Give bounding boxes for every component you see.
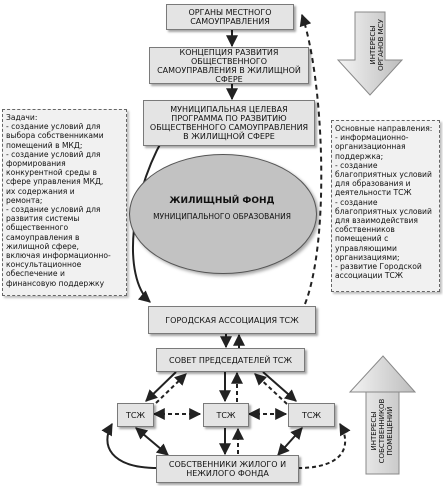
owners-line-2: НЕЖИЛОГО ФОНДА [186, 469, 269, 478]
directions-line: управляющими [335, 243, 397, 253]
tasks-line: - создание условий для [6, 149, 101, 159]
tasks-line: включая информационно- [6, 251, 111, 261]
housing-fund-subtitle: МУНИЦИПАЛЬНОГО ОБРАЗОВАНИЯ [153, 212, 291, 221]
interests-msu-label: ИНТЕРЕСЫ ОРГАНОВ МСУ [369, 5, 387, 85]
directions-line: - создание [335, 197, 378, 207]
tasks-line: ремонта; [6, 195, 43, 205]
directions-line: собственников [335, 225, 395, 235]
program-box: МУНИЦИПАЛЬНАЯ ЦЕЛЕВАЯ ПРОГРАММА ПО РАЗВИ… [143, 100, 315, 146]
tasks-line: их содержания и [6, 186, 75, 196]
interests-owners-line-2: СОБСТВЕННИКОВ [378, 398, 386, 464]
concept-box: КОНЦЕПЦИЯ РАЗВИТИЯ ОБЩЕСТВЕННОГО САМОУПР… [149, 47, 309, 84]
interests-msu-line-2: ОРГАНОВ МСУ [377, 19, 385, 71]
tasks-line: обеспечение и [6, 269, 65, 279]
tasks-line: помещений в МКД; [6, 140, 83, 150]
tasks-line: - создание условий для [6, 122, 101, 132]
directions-line: организациями; [335, 252, 400, 262]
arrow-owners-loop-right [297, 422, 351, 469]
interests-owners-arrow [348, 355, 417, 475]
directions-line: - создание [335, 160, 378, 170]
interests-msu-arrow [336, 11, 404, 96]
arrow-council-to-tszh-left [145, 371, 177, 402]
local-government-box: ОРГАНЫ МЕСТНОГО САМОУПРАВЛЕНИЯ [166, 4, 294, 30]
tasks-line: выбора собственниками [6, 131, 104, 141]
housing-fund-ellipse [129, 154, 317, 274]
interests-msu-line-1: ИНТЕРЕСЫ [369, 25, 377, 65]
tasks-line: конкурентной среды в [6, 168, 97, 178]
arrow-tszh-right-to-council [254, 373, 288, 405]
interests-owners-line-3: ПОМЕЩЕНИЙ [386, 406, 394, 456]
tszh-right-box: ТСЖ [288, 403, 335, 427]
directions-line: - информационно- [335, 133, 409, 143]
arrow-tszh-left-to-owners [135, 427, 169, 456]
directions-line: благоприятных условий [335, 206, 432, 216]
directions-line: организационная [335, 142, 406, 152]
arrow-tszh-left-to-council [155, 373, 187, 404]
owners-box: СОБСТВЕННИКИ ЖИЛОГО И НЕЖИЛОГО ФОНДА [156, 455, 299, 483]
tasks-line: сфере управления МКД, [6, 177, 104, 187]
arrow-council-to-tszh-right [262, 371, 297, 402]
directions-panel: Основные направления: - информационно- о… [331, 120, 440, 292]
arrow-owners-loop-left [101, 422, 159, 469]
directions-line: поддержка; [335, 151, 384, 161]
tasks-line: - создание условий для [6, 205, 101, 215]
interests-owners-label: ИНТЕРЕСЫ СОБСТВЕННИКОВ ПОМЕЩЕНИЙ [370, 390, 396, 472]
tszh-left-box: ТСЖ [117, 403, 154, 427]
directions-line: Основные направления: [335, 124, 433, 133]
interests-owners-line-1: ИНТЕРЕСЫ [370, 411, 378, 451]
tasks-line: общественного [6, 223, 69, 233]
arrow-association-to-local [299, 13, 323, 305]
directions-line: помещений с [335, 234, 389, 244]
tasks-line: жилищной сфере, [6, 241, 79, 251]
tasks-line: самоуправления в [6, 232, 80, 242]
directions-line: для образования и [335, 179, 411, 189]
housing-fund-title: ЖИЛИЩНЫЙ ФОНД [169, 196, 275, 206]
tasks-line: развития системы [6, 214, 80, 224]
tszh-center-box: ТСЖ [203, 403, 249, 427]
tasks-line: Задачи: [6, 113, 38, 122]
owners-line-1: СОБСТВЕННИКИ ЖИЛОГО И [168, 460, 287, 469]
tasks-line: формирования [6, 159, 66, 169]
city-association-box: ГОРОДСКАЯ АССОЦИАЦИЯ ТСЖ [148, 306, 316, 334]
directions-line: благоприятных условий [335, 170, 432, 180]
directions-line: деятельности ТСЖ [335, 188, 412, 198]
tasks-panel: Задачи: - создание условий для выбора со… [2, 109, 127, 296]
tasks-line: финансовую поддержку [6, 278, 105, 288]
directions-line: ассоциации ТСЖ [335, 271, 403, 281]
council-of-chairmen-box: СОВЕТ ПРЕДСЕДАТЕЛЕЙ ТСЖ [156, 348, 305, 372]
arrow-tszh-right-to-owners [277, 427, 303, 456]
directions-line: для взаимодействия [335, 216, 418, 226]
directions-line: - развитие Городской [335, 262, 422, 272]
tasks-line: консультационное [6, 260, 82, 270]
